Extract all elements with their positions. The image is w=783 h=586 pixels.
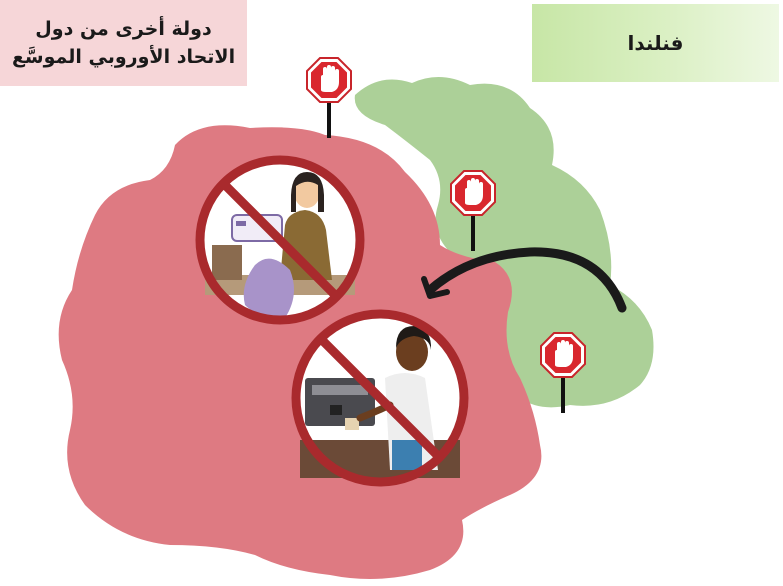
other-country-label-line2: الاتحاد الأوروبي الموسَّع [11,46,236,68]
other-country-label-line1: دولة أخرى من دول [35,18,212,40]
stop-sign-icon [305,56,353,140]
curved-arrow-icon [421,247,627,313]
prohibition-icon-sewing-worker [195,155,365,325]
finland-region [354,76,654,408]
other-country-label: دولة أخرى من دول الاتحاد الأوروبي الموسَ… [0,0,247,86]
prohibition-icon-barista [291,309,469,487]
finland-label: فنلندا [532,4,779,82]
